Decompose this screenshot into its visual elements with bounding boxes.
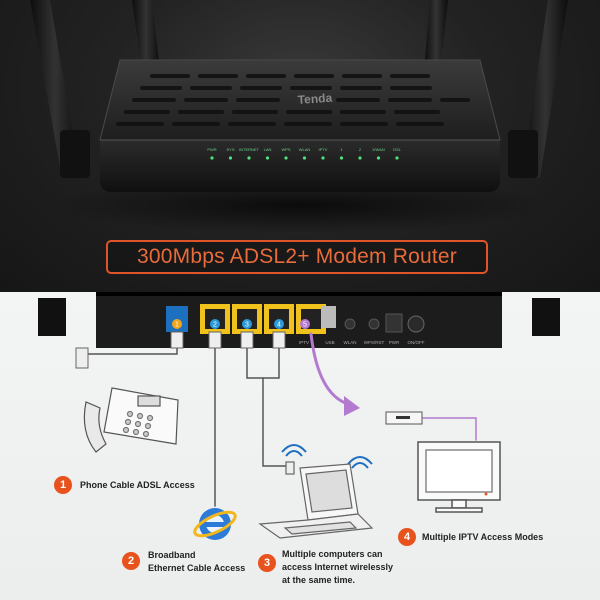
internet-globe-icon	[193, 508, 237, 540]
callout-3-label: Multiple computers can access Internet w…	[282, 549, 394, 585]
rear-label-1: USB	[325, 340, 334, 345]
led-label-7: 1	[340, 147, 343, 152]
laptop-icon	[258, 461, 374, 539]
tv-icon	[417, 441, 501, 513]
callout-3-badge: 3	[258, 554, 276, 572]
wifi-icon	[281, 444, 373, 469]
led-label-10: DSL	[393, 147, 402, 152]
antenna-icon	[30, 0, 568, 178]
led-label-8: 2	[359, 147, 362, 152]
rear-label-2: WLAN	[343, 340, 356, 345]
led-label-2: INTERNET	[239, 147, 260, 152]
rear-label-4: PWR	[389, 340, 400, 345]
telephone-icon	[83, 387, 179, 453]
led-3	[265, 156, 270, 160]
rear-label-5: ON/OFF	[408, 340, 425, 345]
router-body: Tenda PWR SYS INTERNET LAN WPS WLAN IPTV 1 2 3/WA…	[99, 59, 501, 192]
led-2	[247, 156, 251, 160]
led-label-3: LAN	[264, 147, 272, 152]
status-leds: PWR SYS INTERNET LAN WPS WLAN IPTV 1 2 3/WAN DSL	[207, 147, 402, 160]
led-label-5: WLAN	[299, 147, 311, 152]
router-hero: Tenda PWR SYS INTERNET LAN WPS WLAN IPTV 1 2 3/WA…	[0, 0, 600, 292]
rear-label-0: IPTV	[299, 340, 309, 345]
port-number-label-3: 3	[245, 322, 249, 329]
port-number-label-5: 5	[303, 322, 307, 329]
led-label-4: WPS	[281, 147, 290, 152]
callout-1-label: Phone Cable ADSL Access	[80, 480, 195, 490]
router-front-illustration: Tenda PWR SYS INTERNET LAN WPS WLAN IPTV 1 2 3/WA…	[30, 0, 568, 233]
product-title: 300Mbps ADSL2+ Modem Router	[137, 245, 457, 268]
router-rear-panel: 1 2 3 4 5 IPTV USB WLAN WPS/RST PWR ON/OFF	[38, 292, 560, 348]
product-title-box: 300Mbps ADSL2+ Modem Router	[106, 240, 488, 274]
led-label-6: IPTV	[319, 147, 328, 152]
brand-logo: Tenda	[297, 91, 333, 107]
callout-1-badge: 1	[54, 476, 72, 494]
led-0	[210, 156, 214, 160]
power-switch-icon	[407, 315, 425, 333]
port-number-3	[242, 319, 252, 329]
led-9	[376, 156, 381, 160]
led-label-1: SYS	[226, 147, 234, 152]
port-number-2	[210, 319, 220, 329]
connection-diagram: 1 2 3 4 5 IPTV USB WLAN WPS/RST PWR ON/OFF	[0, 292, 600, 600]
callout-4-badge: 4	[398, 528, 416, 546]
led-8	[358, 156, 362, 160]
set-top-box-icon	[385, 411, 423, 425]
cables	[75, 331, 477, 507]
callout-4-label: Multiple IPTV Access Modes	[422, 532, 544, 542]
led-7	[339, 156, 344, 160]
port-number-1	[172, 319, 182, 329]
port-number-label-1: 1	[175, 322, 179, 329]
led-10	[395, 156, 399, 160]
usb-port	[322, 306, 336, 328]
rear-label-3: WPS/RST	[364, 340, 385, 345]
port-number-5	[300, 319, 310, 329]
callout-2-label: Broadband Ethernet Cable Access	[148, 550, 246, 573]
led-6	[321, 156, 325, 160]
port-number-4	[274, 319, 284, 329]
led-1	[228, 156, 233, 160]
connection-illustration: 1 2 3 4 5 IPTV USB WLAN WPS/RST PWR ON/OFF	[38, 292, 560, 540]
led-label-0: PWR	[207, 147, 216, 152]
port-number-label-2: 2	[213, 322, 217, 329]
led-4	[284, 156, 288, 160]
port-number-label-4: 4	[277, 322, 281, 329]
led-5	[302, 156, 307, 160]
callout-2-badge: 2	[122, 552, 140, 570]
led-label-9: 3/WAN	[372, 147, 385, 152]
